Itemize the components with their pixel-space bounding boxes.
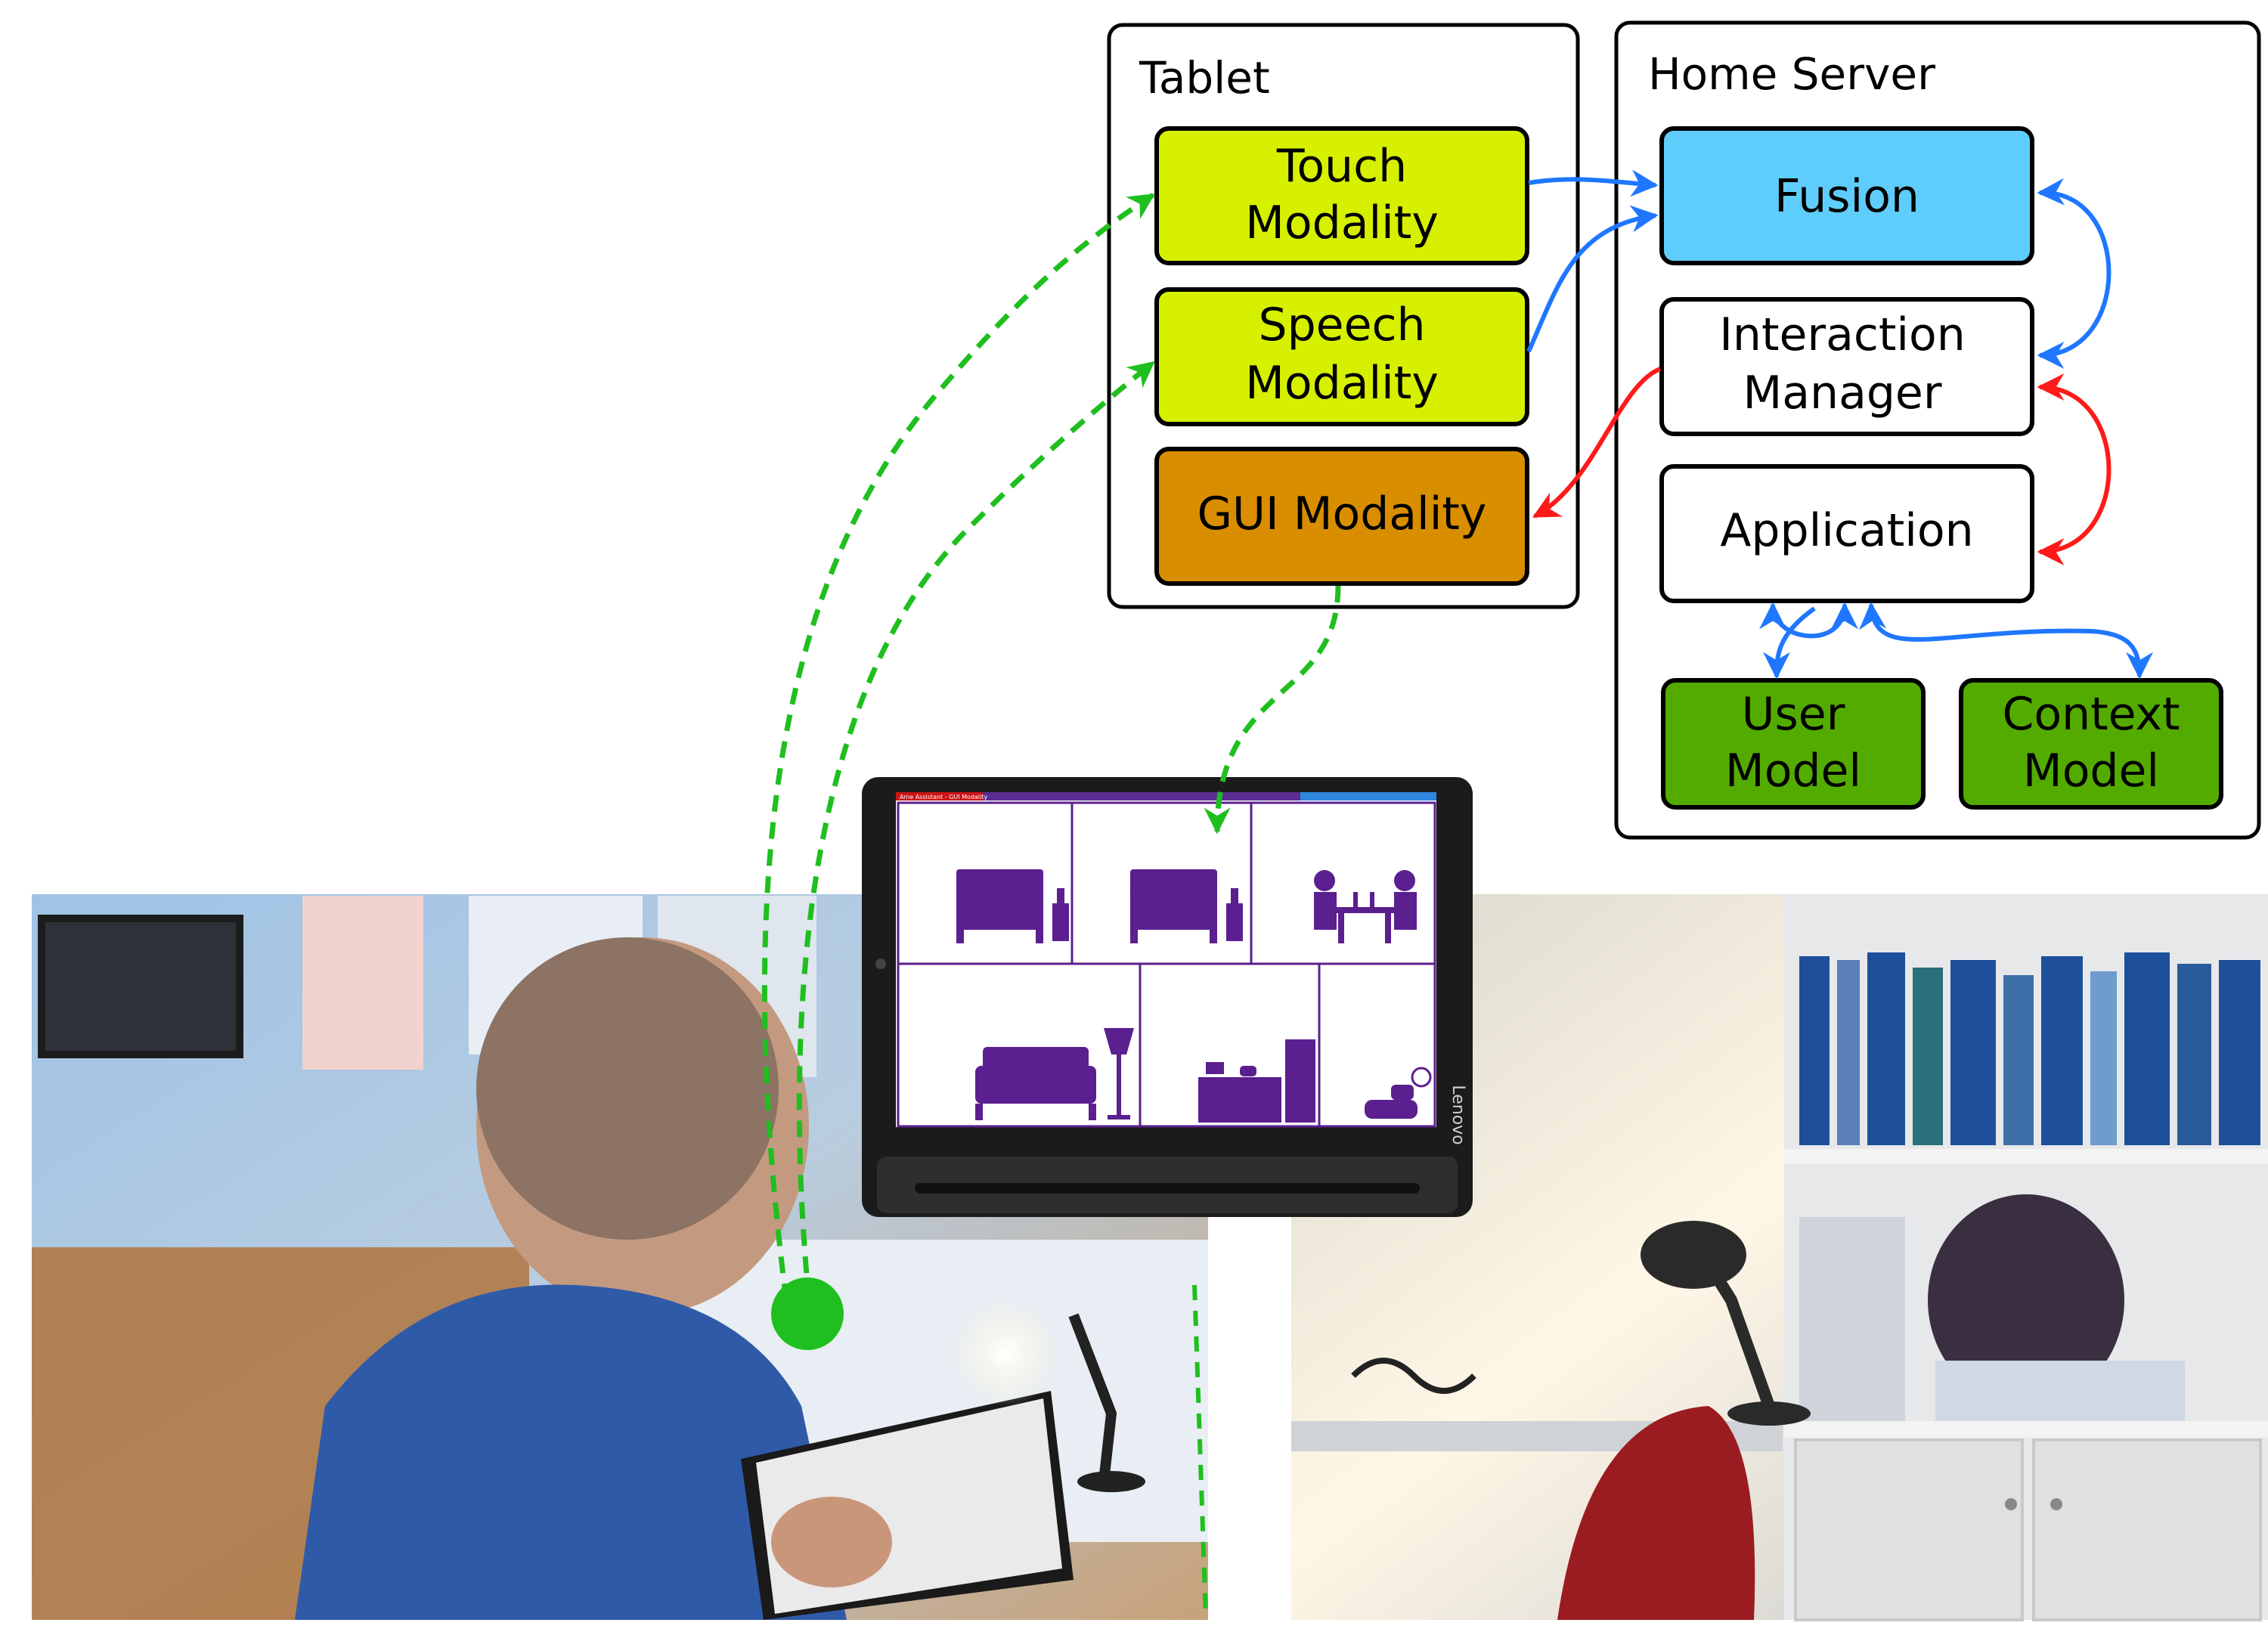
- arrow-app-context: [1859, 602, 2153, 680]
- user-origin-dot: [771, 1277, 844, 1350]
- kitchen-icon: [1198, 1039, 1315, 1123]
- context-model-box: Context Model: [1959, 678, 2223, 810]
- interaction-manager-box: Interaction Manager: [1659, 297, 2034, 436]
- tablet-group-title: Tablet: [1139, 52, 1270, 104]
- bed-icon: [956, 869, 1069, 943]
- bathtub-icon: [1365, 1067, 1432, 1119]
- arrow-im-to-gui: [1532, 367, 1662, 519]
- fusion-box: Fusion: [1659, 126, 2034, 265]
- dashed-user-down: [1192, 1284, 1208, 1618]
- bed-icon: [1130, 869, 1243, 943]
- arrow-touch-to-fusion: [1528, 169, 1659, 197]
- screen-window-title: Ame Assistant - GUI Modality: [900, 794, 987, 801]
- device-brand: Lenovo: [1448, 1085, 1467, 1144]
- user-model-label-1: User: [1742, 688, 1845, 741]
- speech-modality-label-1: Speech: [1258, 299, 1425, 351]
- application-label: Application: [1720, 504, 1973, 557]
- dashed-user-to-speech: [796, 361, 1155, 1301]
- dashed-user-to-touch: [761, 193, 1155, 1301]
- context-model-label-1: Context: [2002, 688, 2180, 741]
- arrow-speech-to-fusion: [1526, 205, 1659, 353]
- sofa-icon: [975, 1047, 1096, 1120]
- arrow-app-user-down: [1763, 606, 1816, 680]
- touch-modality-label-2: Modality: [1245, 197, 1439, 249]
- gui-modality-box: GUI Modality: [1154, 447, 1529, 586]
- speech-modality-box: Speech Modality: [1154, 287, 1529, 426]
- user-model-label-2: Model: [1725, 745, 1861, 797]
- arrow-app-user: [1759, 602, 1858, 639]
- fusion-label: Fusion: [1774, 170, 1919, 223]
- interaction-manager-label-2: Manager: [1743, 367, 1942, 420]
- dashed-gui-to-device: [1204, 585, 1341, 835]
- context-model-label-2: Model: [2023, 745, 2159, 797]
- interaction-manager-label-1: Interaction: [1719, 308, 1966, 361]
- touch-modality-label-1: Touch: [1276, 140, 1407, 193]
- arrow-im-app: [2037, 373, 2112, 565]
- user-model-box: User Model: [1661, 678, 1926, 810]
- touch-modality-box: Touch Modality: [1154, 126, 1529, 265]
- home-server-title: Home Server: [1648, 48, 1935, 100]
- floor-lamp-icon: [1104, 1028, 1134, 1119]
- tablet-device: Lenovo Ame Assistant - GUI Modality: [862, 777, 1473, 1217]
- dining-table-icon: [1314, 870, 1417, 943]
- arrow-fusion-im: [2037, 178, 2112, 369]
- gui-modality-label: GUI Modality: [1198, 488, 1487, 540]
- speech-modality-label-2: Modality: [1245, 357, 1439, 410]
- application-box: Application: [1659, 464, 2034, 603]
